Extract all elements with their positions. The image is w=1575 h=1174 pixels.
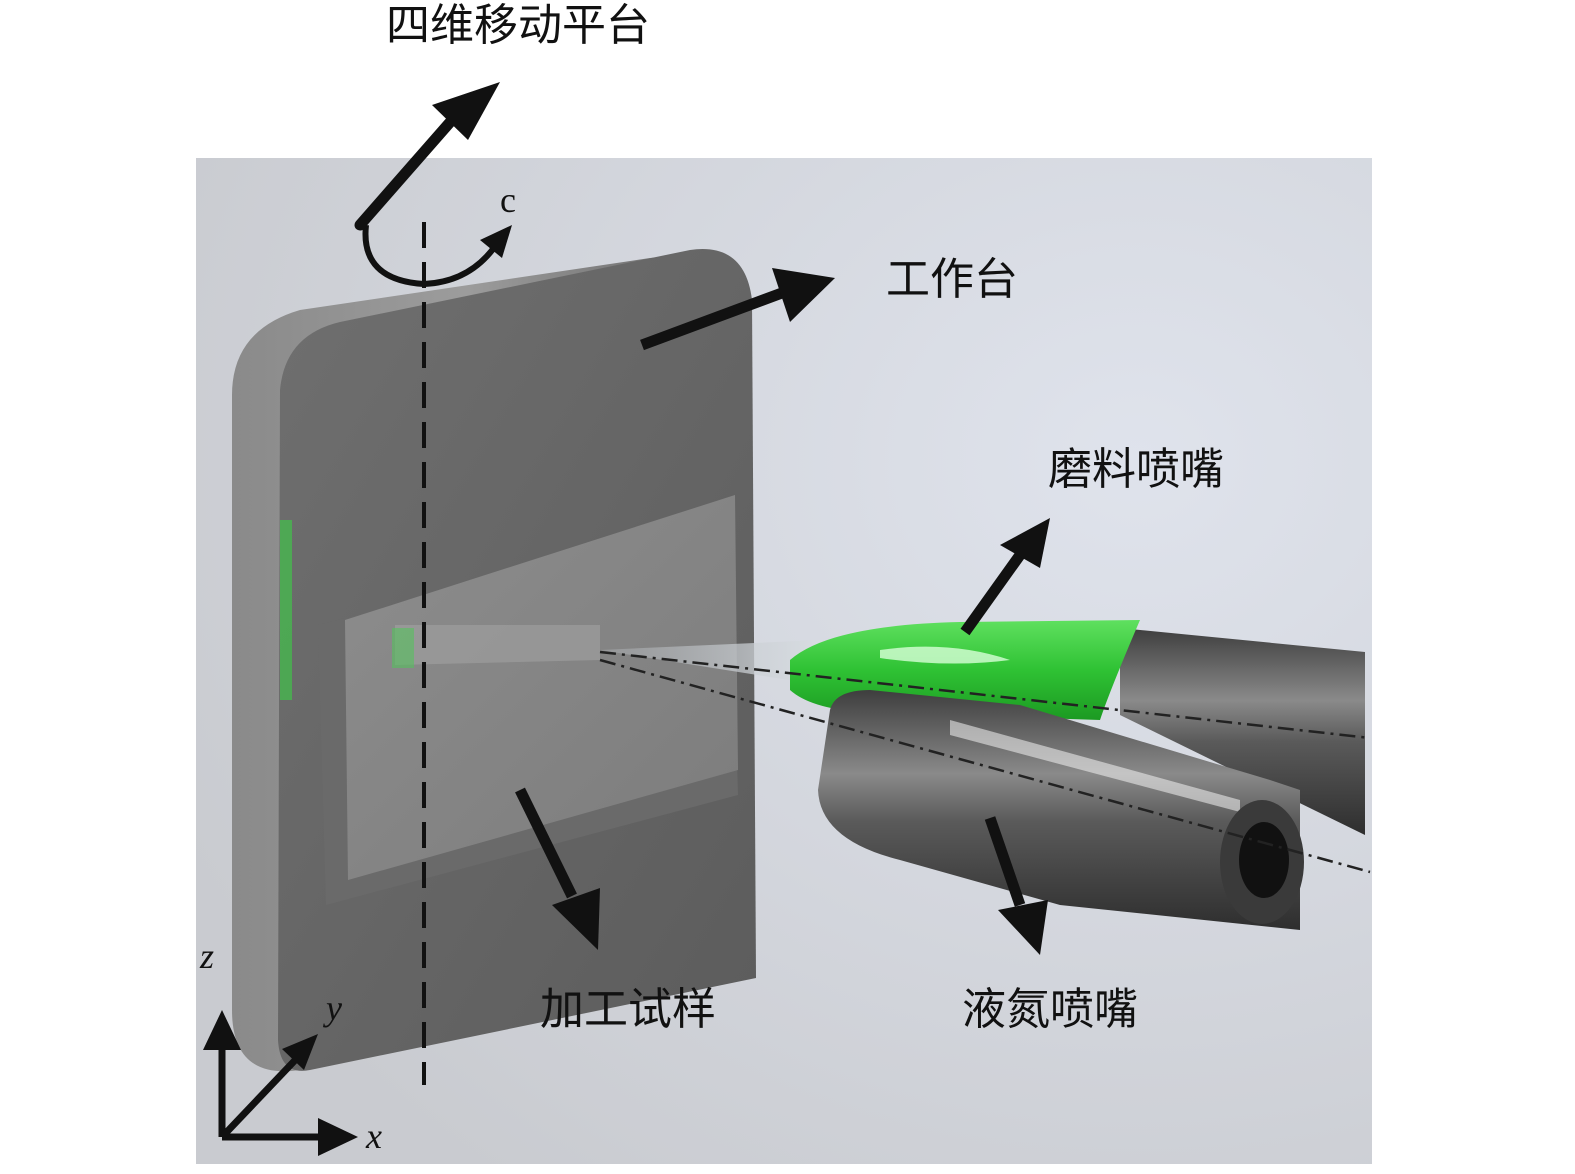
abrasive-nozzle-body xyxy=(790,620,1365,835)
label-four-axis-platform: 四维移动平台 xyxy=(386,0,650,51)
leader-arrows xyxy=(354,82,1050,955)
specimen-block xyxy=(318,495,738,905)
arrow-worktable xyxy=(640,268,835,351)
label-rotation-c: c xyxy=(500,180,516,220)
axis-label-z: z xyxy=(200,936,215,976)
label-ln2-nozzle: 液氮喷嘴 xyxy=(962,984,1138,1035)
axis-label-y: y xyxy=(326,988,342,1028)
label-abrasive-nozzle: 磨料喷嘴 xyxy=(1048,444,1224,495)
arrow-ln2 xyxy=(984,816,1048,955)
arrow-abrasive xyxy=(960,518,1050,636)
arrow-platform xyxy=(354,82,500,231)
rotation-c-arrow xyxy=(362,224,512,288)
arrow-specimen xyxy=(515,787,600,950)
label-worktable: 工作台 xyxy=(886,254,1018,305)
coordinate-axes xyxy=(203,1010,358,1156)
label-specimen: 加工试样 xyxy=(540,984,716,1035)
abrasive-jet xyxy=(600,640,820,685)
axis-label-x: x xyxy=(366,1116,382,1156)
ln2-nozzle-body xyxy=(818,690,1304,930)
center-lines xyxy=(599,650,1371,874)
